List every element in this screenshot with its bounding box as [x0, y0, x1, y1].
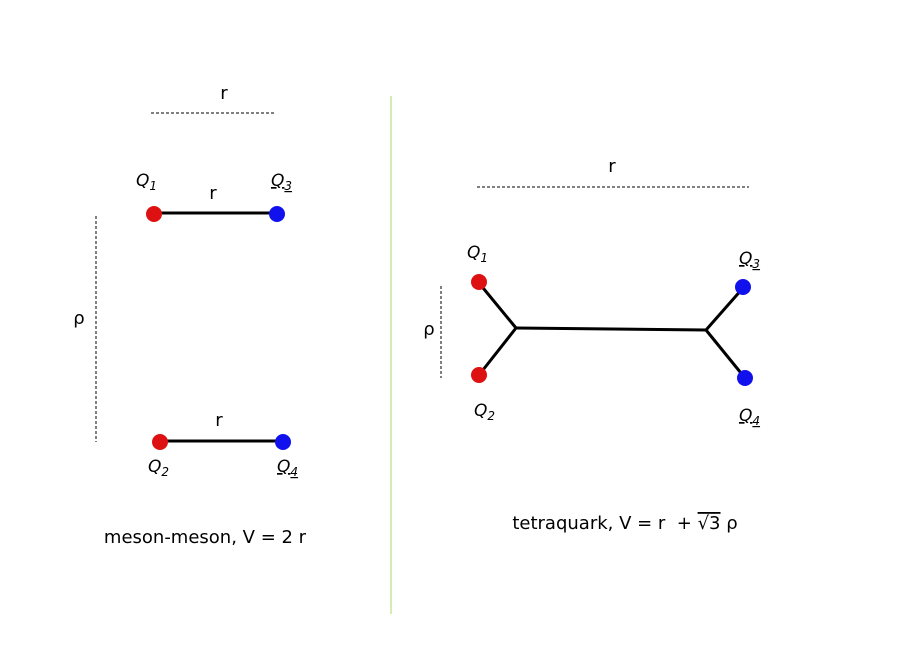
- tetra-q1-arm: [477, 281, 518, 330]
- tetra-q2-arm: [477, 326, 518, 377]
- lower-bond-r-label: r: [215, 410, 223, 431]
- q1-antiquark-dot: [146, 206, 162, 222]
- tetra-q4-arm: [704, 328, 747, 380]
- tetra-q1-antiquark-dot: [471, 274, 487, 290]
- tetra-q1-label: Q1: [467, 243, 488, 265]
- tetra-q4-label: Q4: [739, 406, 760, 428]
- q4-label: Q4: [277, 457, 298, 479]
- tetra-q2-label: Q2: [474, 401, 495, 423]
- top-r-label: r: [220, 83, 228, 104]
- tetra-q3-quark-dot: [735, 279, 751, 295]
- tetra-central-string: [514, 326, 708, 332]
- tetraquark-caption: tetraquark, V = r + √3 ρ: [512, 513, 737, 534]
- meson-meson-panel: r ρ Q1 Q3 r r Q2 Q4 meson-meson, V = 2 r: [73, 83, 306, 548]
- tetra-q3-arm: [704, 286, 745, 332]
- tetra-q4-quark-dot: [737, 370, 753, 386]
- q2-antiquark-dot: [152, 434, 168, 450]
- tetra-caption-suffix: ρ: [721, 513, 738, 534]
- q1-label: Q1: [136, 171, 157, 193]
- q3-label: Q3: [271, 171, 292, 193]
- q4-quark-dot: [275, 434, 291, 450]
- rho-label: ρ: [73, 308, 84, 329]
- q3-quark-dot: [269, 206, 285, 222]
- upper-bond-r-label: r: [209, 183, 217, 204]
- meson-meson-caption: meson-meson, V = 2 r: [104, 527, 307, 548]
- tetra-q2-antiquark-dot: [471, 367, 487, 383]
- tetraquark-panel: r ρ Q1 Q3 Q2 Q4 tetraquark, V = r + √3 ρ: [423, 156, 760, 534]
- q2-label: Q2: [148, 457, 169, 479]
- tetra-caption-prefix: tetraquark, V = r +: [512, 513, 697, 534]
- tetra-rho-label: ρ: [423, 319, 434, 340]
- tetra-q3-label: Q3: [739, 249, 760, 271]
- tetra-top-r-label: r: [608, 156, 616, 177]
- tetra-caption-sqrt: √3: [698, 513, 721, 534]
